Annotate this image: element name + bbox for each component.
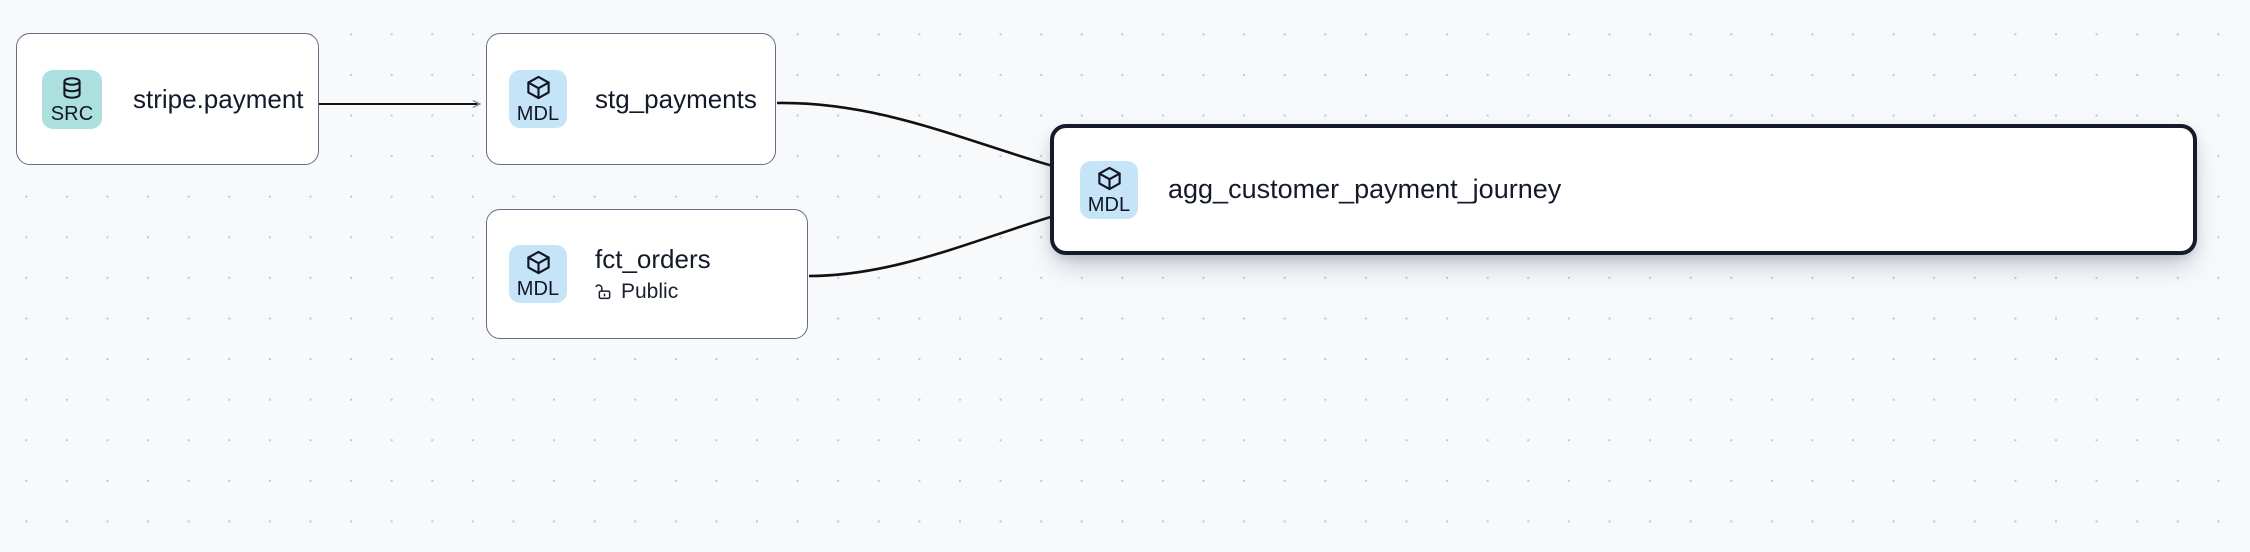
node-body: stg_payments <box>595 84 757 115</box>
node-title: fct_orders <box>595 243 711 274</box>
lineage-node-agg-customer-payment-journey[interactable]: MDL agg_customer_payment_journey <box>1050 124 2197 255</box>
node-title: stripe.payment <box>133 83 304 114</box>
node-type-badge-mdl: MDL <box>509 70 567 128</box>
node-title: stg_payments <box>595 83 757 114</box>
node-body: fct_orders Public <box>595 244 711 305</box>
cube-icon <box>525 249 552 276</box>
cube-icon <box>525 74 552 101</box>
node-body: agg_customer_payment_journey <box>1168 174 1561 206</box>
node-visibility: Public <box>595 279 711 304</box>
badge-label: MDL <box>516 103 560 125</box>
database-icon <box>59 75 85 101</box>
lineage-node-stripe-payment[interactable]: SRC stripe.payment <box>16 33 319 165</box>
unlock-icon <box>595 282 614 301</box>
node-title: agg_customer_payment_journey <box>1168 173 1562 204</box>
badge-label: SRC <box>50 102 94 125</box>
badge-label: MDL <box>1087 193 1131 216</box>
node-body: stripe.payment <box>133 84 304 115</box>
badge-label: MDL <box>516 278 560 300</box>
node-type-badge-mdl: MDL <box>1080 160 1138 219</box>
node-type-badge-mdl: MDL <box>509 245 567 303</box>
lineage-node-stg-payments[interactable]: MDL stg_payments <box>486 33 776 165</box>
lineage-node-fct-orders[interactable]: MDL fct_orders Public <box>486 209 808 339</box>
node-visibility-label: Public <box>621 280 679 304</box>
cube-icon <box>1096 165 1123 192</box>
node-type-badge-src: SRC <box>42 69 102 129</box>
